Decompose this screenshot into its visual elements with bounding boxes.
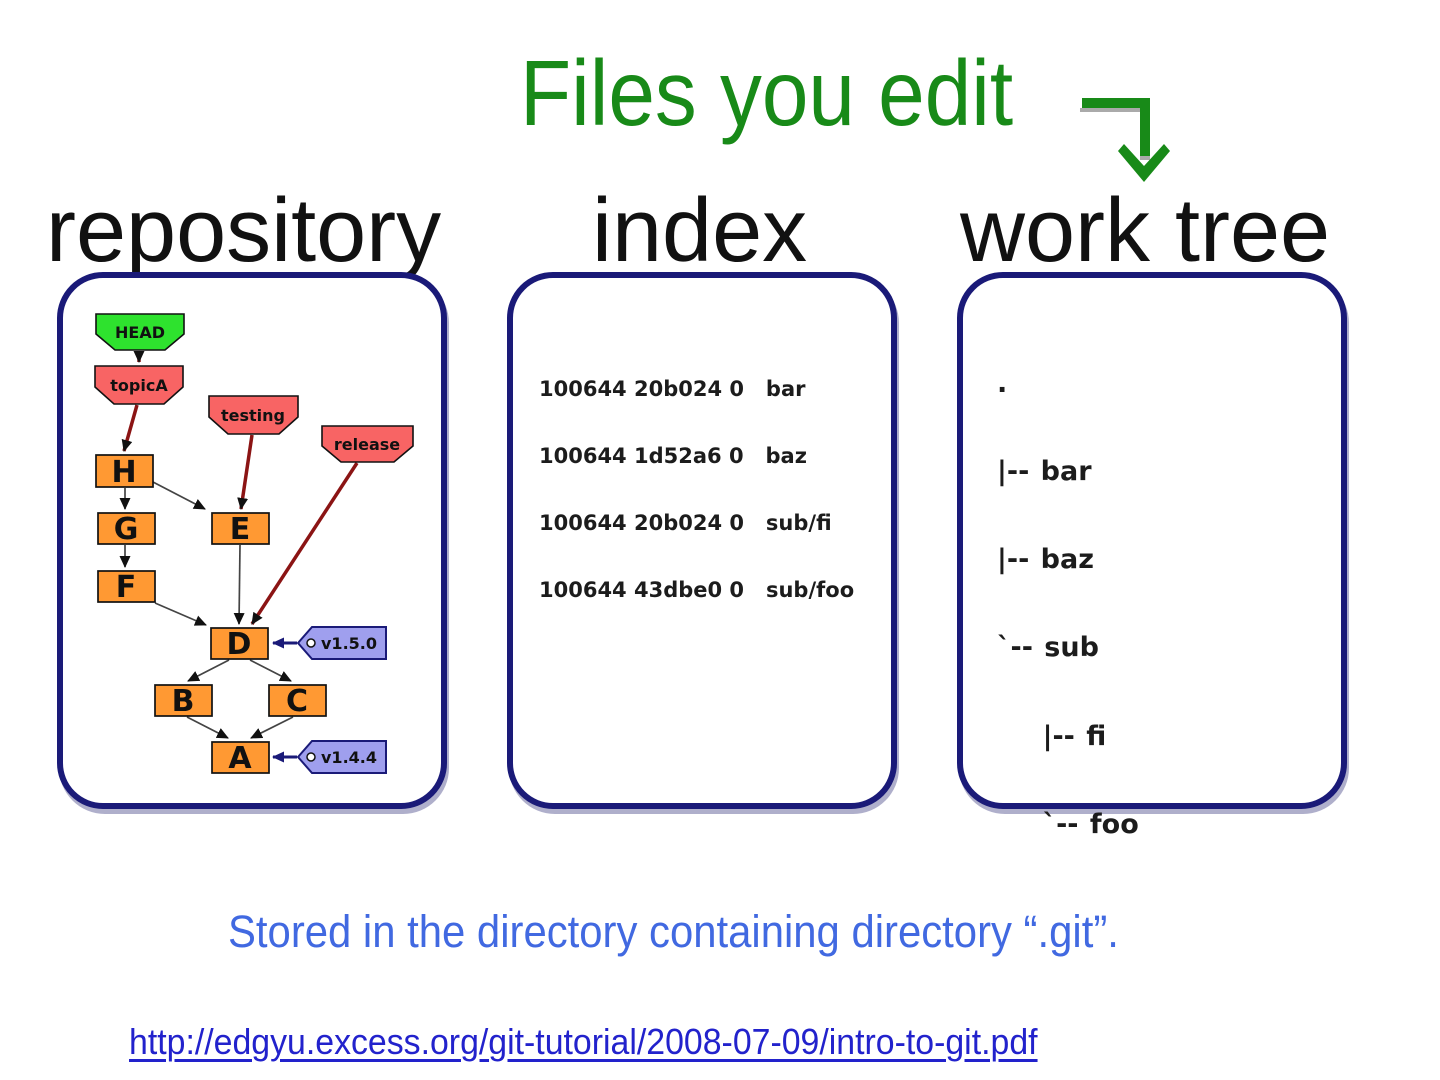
arrow-shadow <box>1140 156 1150 160</box>
worktree-line: . <box>997 367 1008 399</box>
worktree-line: `-- foo <box>997 808 1139 840</box>
caption-text: Stored in the directory containing direc… <box>228 906 1119 957</box>
worktree-line: |-- bar <box>997 456 1092 488</box>
index-entry: 100644 20b024 0 sub/fi <box>539 511 832 536</box>
repository-panel <box>57 272 447 809</box>
index-entry: 100644 43dbe0 0 sub/foo <box>539 578 855 603</box>
index-entry: 100644 20b024 0 bar <box>539 376 806 401</box>
index-panel <box>507 272 897 809</box>
index-file-list: 100644 20b024 0 bar 100644 1d52a6 0 baz … <box>539 333 854 624</box>
source-link[interactable]: http://edgyu.excess.org/git-tutorial/200… <box>129 1021 1038 1062</box>
index-header: index <box>592 181 808 281</box>
worktree-header: work tree <box>960 181 1331 281</box>
arrow-vertical-bar <box>1140 98 1150 156</box>
worktree-panel <box>957 272 1347 809</box>
worktree-line: |-- fi <box>997 720 1107 752</box>
worktree-line: `-- sub <box>997 632 1099 664</box>
arrow-shadow <box>1080 108 1140 112</box>
worktree-line: |-- baz <box>997 544 1094 576</box>
worktree-listing: . |-- bar |-- baz `-- sub |-- fi `-- foo <box>997 310 1139 869</box>
arrow-chevron-head <box>1118 144 1170 182</box>
arrow-horizontal-bar <box>1082 98 1150 108</box>
repository-header: repository <box>46 181 442 281</box>
slide-title: Files you edit <box>520 41 1014 145</box>
index-entry: 100644 1d52a6 0 baz <box>539 444 807 469</box>
